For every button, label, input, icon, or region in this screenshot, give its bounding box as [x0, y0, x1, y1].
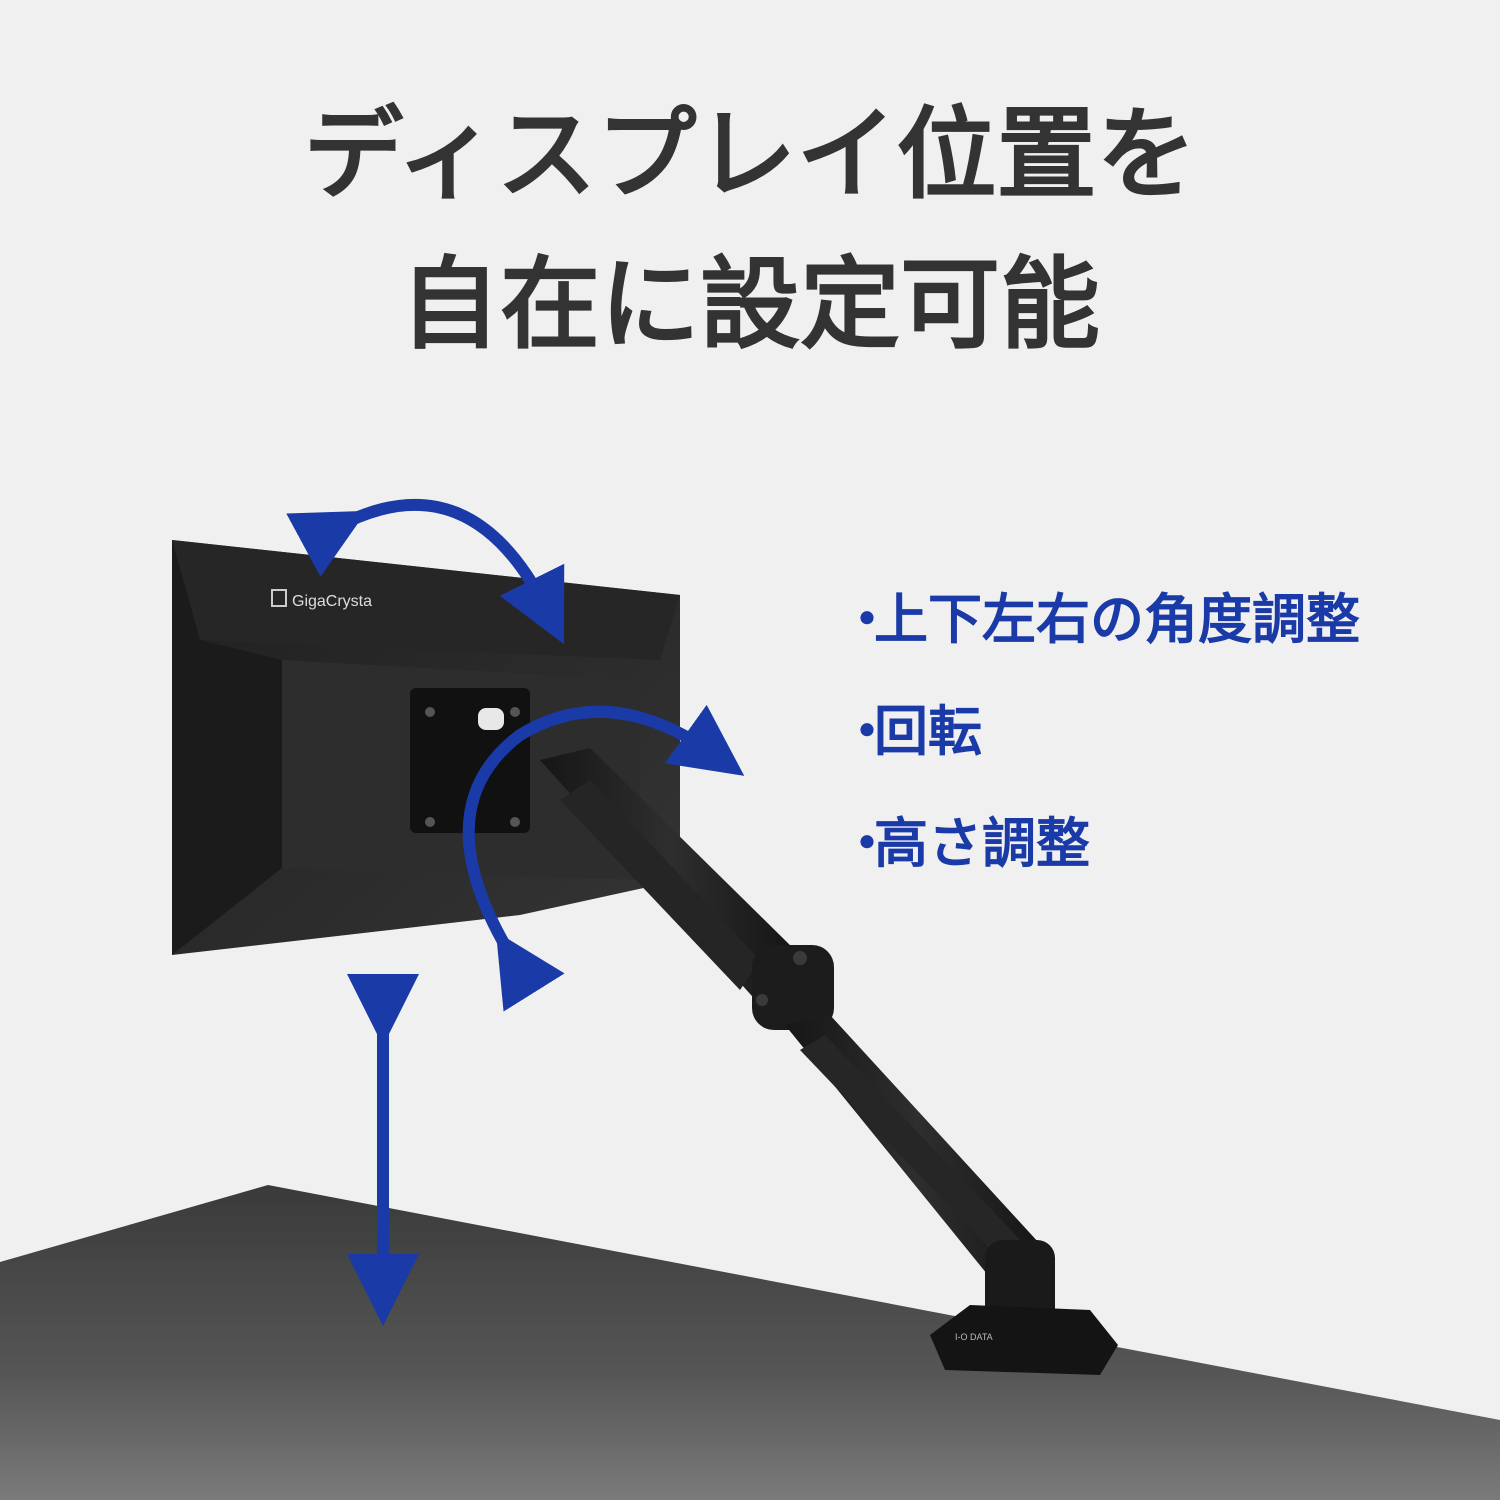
desk-clamp — [930, 1305, 1118, 1375]
bullet: ・ — [840, 812, 894, 875]
tilt-swivel-arrow-icon — [286, 498, 565, 645]
monitor: GigaCrysta — [172, 540, 680, 955]
svg-text:GigaCrysta: GigaCrysta — [292, 593, 372, 610]
feature-label: 高さ調整 — [874, 812, 1090, 875]
feature-list: ・上下左右の角度調整 ・回転 ・高さ調整 — [840, 580, 1480, 916]
headline-line-1: ディスプレイ位置を — [303, 96, 1197, 213]
feature-item-tilt: ・上下左右の角度調整 — [840, 580, 1480, 692]
desk-surface — [0, 1185, 1500, 1500]
feature-label: 回転 — [874, 700, 982, 763]
feature-item-height: ・高さ調整 — [840, 804, 1480, 916]
feature-item-rotation: ・回転 — [840, 692, 1480, 804]
bullet: ・ — [840, 700, 894, 763]
clamp-logo: I-O DATA — [955, 1332, 993, 1342]
bullet: ・ — [840, 588, 894, 651]
headline-line-2: 自在に設定可能 — [400, 246, 1100, 363]
feature-label: 上下左右の角度調整 — [874, 588, 1360, 651]
headline: ディスプレイ位置を 自在に設定可能 — [0, 80, 1500, 380]
rotation-arrow-icon — [462, 704, 745, 1012]
